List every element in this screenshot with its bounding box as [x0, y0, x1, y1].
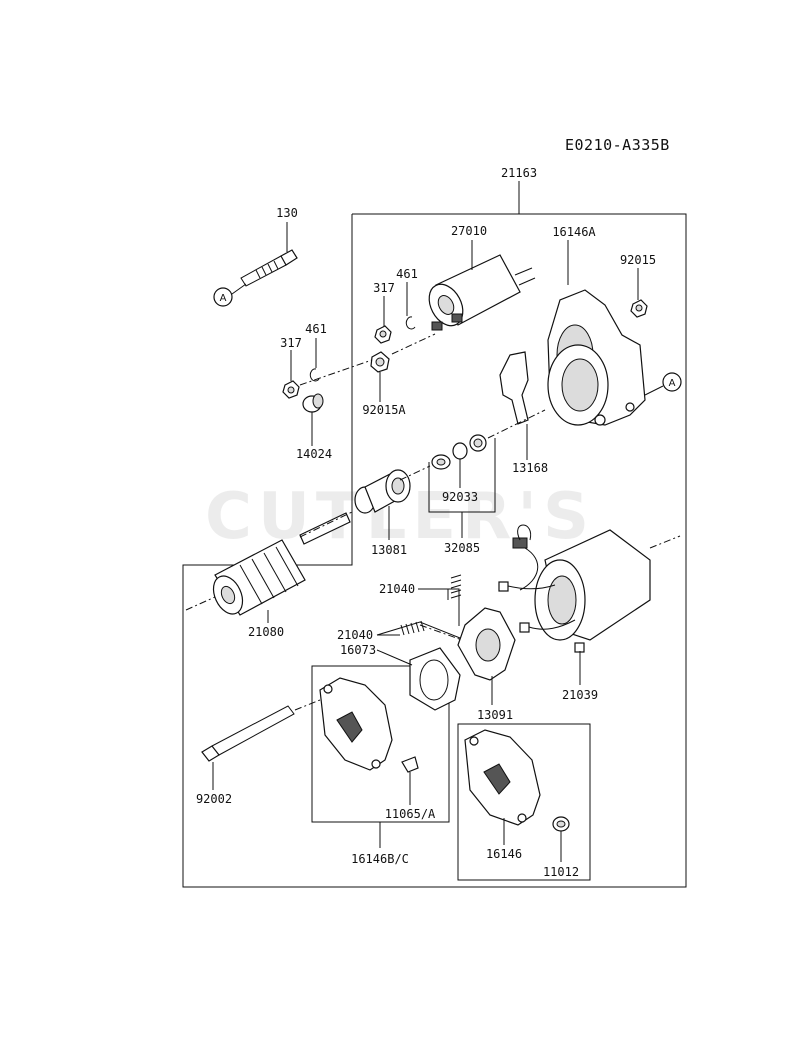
label-130: 130: [276, 206, 298, 220]
solenoid-27010: [428, 254, 536, 331]
label-21080: 21080: [248, 625, 284, 639]
washer-461-upper: [405, 316, 416, 330]
kit-box-16146: [457, 723, 591, 881]
front-housing-16146A: [547, 289, 646, 426]
label-92015: 92015: [620, 253, 656, 267]
label-27010: 27010: [451, 224, 487, 238]
yoke-field-coil: [512, 524, 651, 641]
svg-text:A: A: [669, 378, 676, 389]
label-16146A: 16146A: [552, 225, 596, 239]
label-11012: 11012: [543, 865, 579, 879]
label-32085: 32085: [444, 541, 480, 555]
brush-holder-13091: [457, 607, 516, 681]
label-92033: 92033: [442, 490, 478, 504]
through-bolt-92002: [201, 705, 295, 762]
label-461-lower: 461: [305, 322, 327, 336]
shift-lever-13168: [499, 351, 529, 425]
label-92015A: 92015A: [362, 403, 406, 417]
screw-11065A: [401, 756, 419, 773]
callout-a-left: A: [213, 283, 247, 307]
plate-16073: [409, 647, 461, 711]
rear-cover-16146BC: [319, 677, 393, 771]
washer-set-32085: [431, 434, 487, 470]
label-16146: 16146: [486, 847, 522, 861]
label-16073: 16073: [340, 643, 376, 657]
nut-317-upper: [374, 325, 392, 344]
label-21163: 21163: [501, 166, 537, 180]
label-92002: 92002: [196, 792, 232, 806]
leader-lines: [212, 222, 639, 862]
assembly-frame: [182, 181, 687, 888]
label-317-upper: 317: [373, 281, 395, 295]
label-317-lower: 317: [280, 336, 302, 350]
part-labels: 21163 130 27010 461 317 16146A 92015 461…: [196, 166, 656, 879]
label-21040-lower: 21040: [337, 628, 373, 642]
label-14024: 14024: [296, 447, 332, 461]
nut-92015: [630, 299, 648, 318]
svg-text:A: A: [220, 293, 227, 304]
rear-cover-16146: [464, 729, 541, 826]
label-21040-upper: 21040: [379, 582, 415, 596]
spring-21040-lower: [400, 620, 425, 636]
callout-a-right: A: [644, 372, 682, 396]
diagram-ref-code: E0210-A335B: [565, 136, 670, 154]
label-13168: 13168: [512, 461, 548, 475]
nut-317-lower: [282, 380, 300, 399]
label-16146BC: 16146B/C: [351, 852, 409, 866]
label-21039: 21039: [562, 688, 598, 702]
spring-21040-upper: [450, 574, 462, 599]
bolt-130: [240, 249, 298, 287]
label-11065A: 11065/A: [385, 807, 436, 821]
armature-21080: [212, 512, 351, 616]
cap-11012: [552, 816, 570, 832]
nut-92015A: [370, 351, 390, 373]
assembly-axis-lines: [185, 333, 681, 711]
washer-461-lower: [309, 368, 320, 382]
label-13091: 13091: [477, 708, 513, 722]
label-13081: 13081: [371, 543, 407, 557]
brush-21039: [498, 581, 585, 653]
cap-14024: [302, 393, 324, 413]
label-461-upper: 461: [396, 267, 418, 281]
